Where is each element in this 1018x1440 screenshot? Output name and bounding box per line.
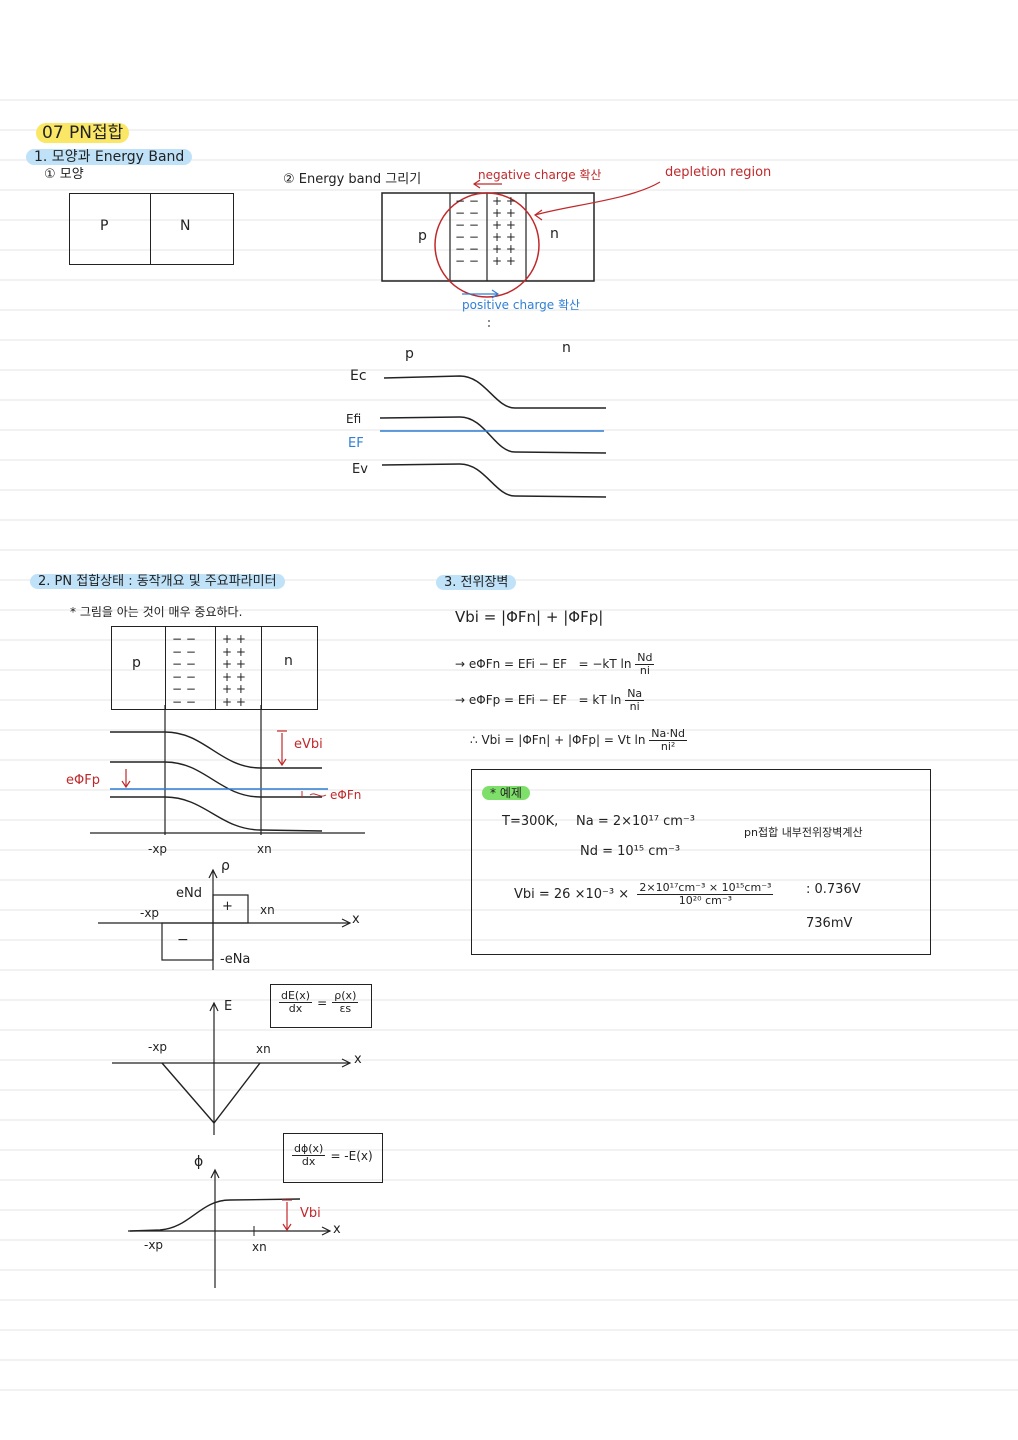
- charge-density-plot: [98, 868, 352, 970]
- e-xp-label: -xp: [148, 1040, 168, 1054]
- depletion-circle: [434, 192, 540, 298]
- ephi-fn-label: eΦFn: [330, 788, 362, 802]
- junction-band-diagram: [90, 705, 365, 835]
- e-x-axis: x: [354, 1052, 362, 1067]
- pn-junction-pos: + ++ ++ ++ ++ ++ +: [222, 632, 246, 709]
- minus-region: −: [177, 932, 189, 948]
- rho-xn-label: xn: [260, 903, 275, 917]
- rho-axis-label: ρ: [221, 858, 230, 874]
- negative-charge-label: negative charge 확산: [478, 168, 602, 182]
- diagram-p-label: p: [405, 346, 414, 362]
- vbi-equation: Vbi = |ΦFn| + |ΦFp|: [455, 608, 604, 626]
- band-xp-label: -xp: [148, 842, 168, 856]
- band-n-label: n: [550, 226, 559, 242]
- band-p-label: p: [418, 228, 427, 244]
- example-box: * 예제 T=300K, Na = 2×10¹⁷ cm⁻³ Nd = 10¹⁵ …: [471, 769, 931, 955]
- field-eq-rhs: ρ(x)εs: [332, 989, 359, 1015]
- pn-block-n: N: [180, 218, 191, 234]
- depletion-region-label: depletion region: [665, 165, 772, 180]
- ev-curve: [381, 463, 607, 498]
- phi-xp-label: -xp: [144, 1238, 164, 1252]
- section1-title: 1. 모양과 Energy Band: [26, 146, 193, 166]
- pn-junction-n: n: [284, 653, 293, 669]
- e-xn-label: xn: [256, 1042, 271, 1056]
- section1-sub2: ② Energy band 그리기: [283, 172, 422, 187]
- example-na: Na = 2×10¹⁷ cm⁻³: [576, 814, 695, 829]
- efi-curve: [379, 416, 607, 454]
- pot-eq-rhs: = -E(x): [330, 1149, 373, 1163]
- pn-junction-p: p: [132, 655, 141, 671]
- example-note: pn접합 내부전위장벽계산: [744, 826, 863, 839]
- pn-block: P N: [69, 193, 234, 265]
- section3-title: 3. 전위장벽: [436, 571, 517, 590]
- field-equation-box: dE(x)dx = ρ(x)εs: [270, 984, 372, 1028]
- depletion-diagram: [381, 179, 661, 330]
- section1-sub1: ① 모양: [44, 167, 84, 182]
- neg-charges: − −− −− −− −− −− −: [455, 194, 479, 268]
- eNd-label: eNd: [176, 886, 202, 901]
- potential-equation-box: dϕ(x)dx = -E(x): [283, 1133, 383, 1183]
- rho-xp-label: -xp: [140, 906, 160, 920]
- positive-charge-label: positive charge 확산: [462, 298, 581, 312]
- band-xn-label: xn: [257, 842, 272, 856]
- phi-xn-label: xn: [252, 1240, 267, 1254]
- rho-x-axis: x: [352, 912, 360, 927]
- example-tag: * 예제: [482, 784, 530, 801]
- plus-region: +: [222, 899, 233, 914]
- phi-x-axis: x: [333, 1222, 341, 1237]
- neg-eNa-label: -eNa: [220, 952, 251, 967]
- example-temperature: T=300K,: [502, 814, 559, 829]
- section2-title: 2. PN 접합상태 : 동작개요 및 주요파라미터: [30, 570, 285, 589]
- potential-plot: [128, 1168, 332, 1288]
- pos-charges: + ++ ++ ++ ++ ++ +: [492, 194, 516, 268]
- example-nd: Nd = 10¹⁵ cm⁻³: [580, 844, 681, 859]
- efi-label: Efi: [346, 412, 362, 426]
- electric-field-plot: [112, 1001, 352, 1135]
- pot-eq-lhs: dϕ(x)dx: [292, 1142, 326, 1168]
- phi-axis-label: ϕ: [194, 1154, 204, 1170]
- chapter-title: 07 PN접합: [36, 118, 130, 143]
- pn-block-p: P: [100, 218, 109, 234]
- ec-curve: [383, 375, 606, 409]
- e-axis-label: E: [224, 999, 233, 1014]
- ef-label: EF: [348, 436, 364, 451]
- vbi-plot-label: Vbi: [300, 1206, 321, 1221]
- example-result-mv: 736mV: [806, 916, 853, 931]
- diagram-n-label: n: [562, 340, 571, 356]
- ephi-fp-label: eΦFp: [66, 773, 100, 788]
- evbi-label: eVbi: [294, 737, 323, 752]
- section2-note: * 그림을 아는 것이 매우 중요하다.: [70, 605, 243, 619]
- pn-junction-neg: − −− −− −− −− −− −: [172, 632, 196, 709]
- ev-label: Ev: [352, 462, 368, 477]
- pn-junction-block: p n − −− −− −− −− −− − + ++ ++ ++ ++ ++ …: [111, 626, 318, 710]
- energy-band-diagram: [379, 375, 607, 498]
- field-eq-lhs: dE(x)dx: [279, 989, 313, 1015]
- ec-label: Ec: [350, 368, 367, 384]
- example-result-v: : 0.736V: [806, 882, 861, 897]
